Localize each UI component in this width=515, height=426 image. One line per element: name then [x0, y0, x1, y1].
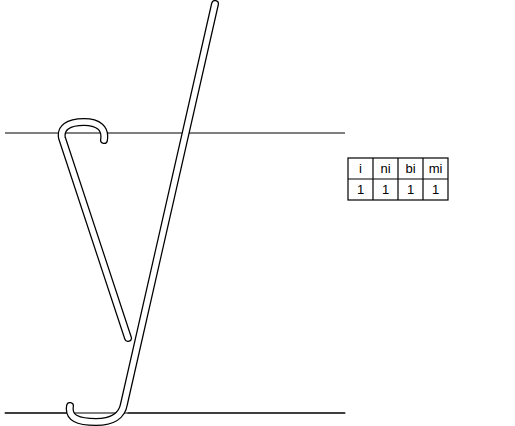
rope: [5, 4, 345, 422]
table-cell: bi: [398, 158, 423, 179]
rope-outline: [70, 4, 215, 422]
table-cell: ni: [373, 158, 398, 179]
rope-fill: [62, 122, 128, 338]
top-rail: [5, 132, 345, 133]
table-cell: 1: [348, 179, 373, 200]
bottom-rail: [5, 412, 345, 413]
table-cell: 1: [373, 179, 398, 200]
table-rule: [422, 158, 423, 200]
table-border: [348, 158, 448, 200]
rope-fill: [70, 4, 215, 422]
table-cell: 1: [423, 179, 448, 200]
table-cell: i: [348, 158, 373, 179]
table-rule: [397, 158, 398, 200]
table-rule: [372, 158, 373, 200]
table-grid: [348, 158, 448, 200]
bottom-rail: [128, 412, 345, 413]
rope-outline: [62, 122, 128, 338]
table-cell: 1: [398, 179, 423, 200]
table-cell: mi: [423, 158, 448, 179]
bottom-rail: [5, 412, 66, 413]
